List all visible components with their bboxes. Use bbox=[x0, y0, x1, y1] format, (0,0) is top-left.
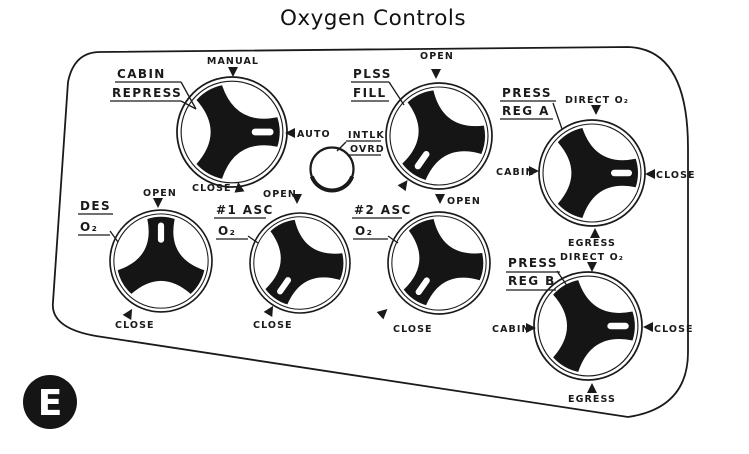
reg-b-close-label: CLOSE bbox=[654, 324, 694, 335]
auto-position-label: AUTO bbox=[297, 129, 331, 140]
figure-e-badge-letter: E bbox=[38, 383, 63, 424]
plss-open-label: OPEN bbox=[420, 51, 454, 62]
cabin-repress-label-line2: REPRESS bbox=[112, 86, 182, 100]
asc2-open-label: OPEN bbox=[447, 196, 481, 207]
asc2-close-label: CLOSE bbox=[393, 324, 433, 335]
asc1-close-label: CLOSE bbox=[253, 320, 293, 331]
plss-fill-label-line1: PLSS bbox=[353, 67, 392, 81]
intlk-ovrd-label-line2: OVRD bbox=[350, 144, 385, 155]
intlk-ovrd-label-line1: INTLK bbox=[348, 130, 385, 141]
cabin-repress-close-label: CLOSE bbox=[192, 183, 232, 194]
des-close-label: CLOSE bbox=[115, 320, 155, 331]
intlk-ovrd-circle-shade bbox=[309, 175, 355, 193]
reg-a-close-label: CLOSE bbox=[656, 170, 696, 181]
asc1-o2-label-line2: O₂ bbox=[218, 224, 236, 238]
reg-b-egress-label: EGRESS bbox=[568, 394, 616, 405]
cabin-repress-label-line1: CABIN bbox=[117, 67, 166, 81]
des-open-label: OPEN bbox=[143, 188, 177, 199]
asc2-o2-label-line2: O₂ bbox=[355, 224, 373, 238]
figure-e-badge-circle bbox=[23, 375, 77, 429]
asc1-o2-label-line1: #1 ASC bbox=[216, 203, 274, 217]
asc2-o2-label-line1: #2 ASC bbox=[354, 203, 412, 217]
plss-fill-label-line2: FILL bbox=[353, 86, 387, 100]
des-o2-label-line2: O₂ bbox=[80, 220, 98, 234]
reg-a-egress-label: EGRESS bbox=[568, 238, 616, 249]
reg-a-direct-o2-label: DIRECT O₂ bbox=[565, 95, 629, 106]
press-reg-b-label-line1: PRESS bbox=[508, 256, 558, 270]
reg-b-direct-o2-label: DIRECT O₂ bbox=[560, 252, 624, 263]
manual-position-label: MANUAL bbox=[207, 56, 259, 67]
press-reg-a-label-line2: REG A bbox=[502, 104, 550, 118]
reg-a-cabin-label: CABIN bbox=[496, 167, 535, 178]
press-reg-b-label-line2: REG B bbox=[508, 274, 556, 288]
asc1-open-label: OPEN bbox=[263, 189, 297, 200]
page-title: Oxygen Controls bbox=[280, 6, 466, 31]
des-o2-label-line1: DES bbox=[80, 199, 111, 213]
reg-b-cabin-label: CABIN bbox=[492, 324, 531, 335]
press-reg-a-label-line1: PRESS bbox=[502, 86, 552, 100]
